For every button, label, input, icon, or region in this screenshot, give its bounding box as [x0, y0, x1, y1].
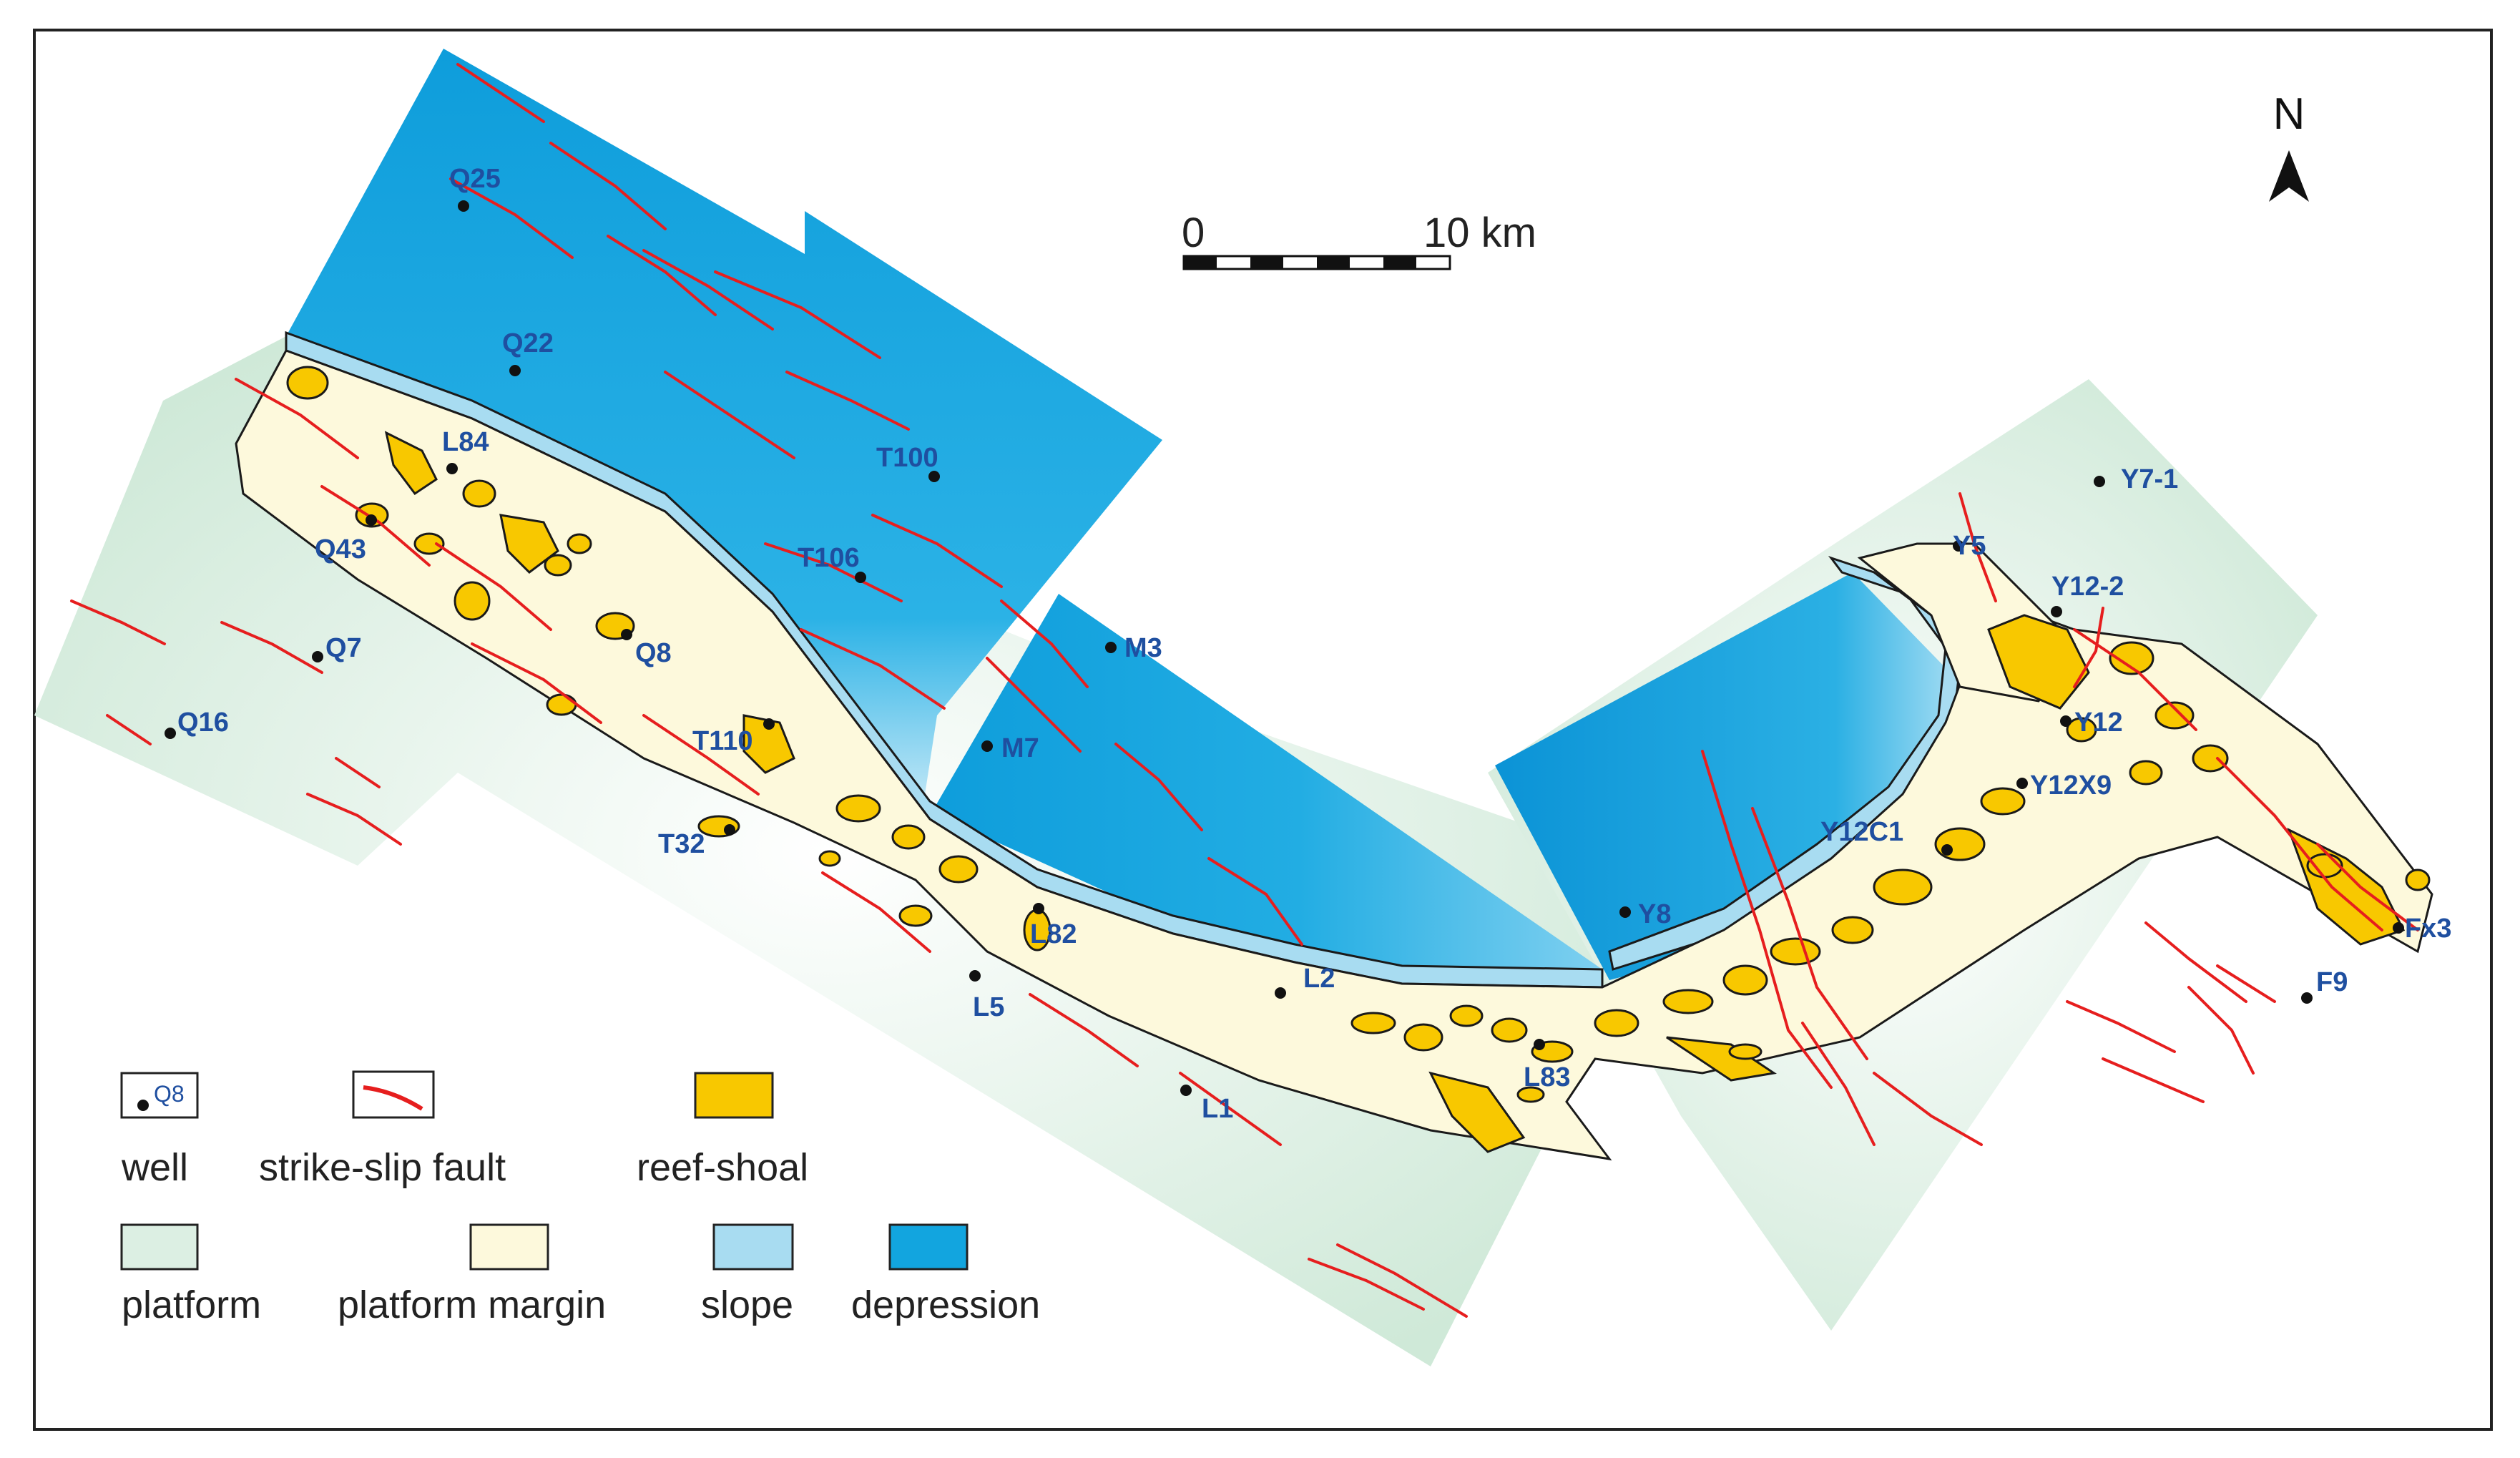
well-label: Y12-2: [2051, 572, 2124, 602]
well-marker[interactable]: L2: [1275, 964, 1335, 999]
legend-fault-label: strike-slip fault: [259, 1146, 506, 1189]
well-marker[interactable]: M3: [1105, 633, 1162, 663]
well-label: T110: [692, 726, 753, 756]
well-label: Y5: [1953, 531, 1986, 561]
well-label: Q8: [635, 638, 672, 668]
well-label: Q7: [325, 633, 362, 663]
well-label: M3: [1124, 633, 1162, 663]
well-label: Y8: [1638, 899, 1671, 929]
legend-item-depression: depression: [851, 1223, 1040, 1326]
well-label: Y12X9: [2030, 770, 2112, 801]
well-marker[interactable]: L84: [442, 427, 489, 474]
north-arrow: N: [2269, 89, 2309, 202]
scale-start-label: 0: [1182, 210, 1205, 256]
well-marker[interactable]: Q16: [165, 708, 229, 739]
legend-slope-label: slope: [701, 1283, 793, 1326]
well-marker[interactable]: F9: [2301, 967, 2348, 1004]
well-label: Y7-1: [2121, 464, 2178, 494]
legend-depression-label: depression: [851, 1283, 1040, 1326]
reef-shoal-bodies: [286, 366, 2431, 1153]
legend-item-platform-margin: platform margin: [338, 1223, 606, 1326]
well-label: L5: [973, 992, 1004, 1022]
legend-item-well: Q8 well: [120, 1072, 199, 1189]
well-marker[interactable]: Fx3: [2393, 914, 2451, 944]
legend-item-fault: strike-slip fault: [259, 1070, 506, 1189]
well-marker[interactable]: Q22: [502, 328, 554, 376]
depression-zone-central: [930, 594, 1602, 994]
well-marker[interactable]: Q25: [449, 164, 501, 212]
well-label: L82: [1030, 919, 1077, 949]
legend-platform-label: platform: [122, 1283, 261, 1326]
well-marker[interactable]: L82: [1030, 903, 1077, 949]
well-marker[interactable]: L83: [1524, 1039, 1570, 1092]
north-arrow-icon: [2269, 150, 2309, 202]
strike-slip-faults: [70, 63, 2419, 1318]
well-label: L1: [1202, 1094, 1233, 1124]
well-label: Q16: [177, 708, 229, 738]
scale-bar: 0 10 km: [1182, 210, 1536, 270]
well-label: Fx3: [2405, 914, 2451, 944]
well-label: M7: [1001, 733, 1039, 763]
legend-platform-margin-label: platform margin: [338, 1283, 606, 1326]
well-label: F9: [2316, 967, 2348, 997]
well-marker[interactable]: T32: [658, 824, 735, 859]
well-marker[interactable]: Q43: [315, 514, 377, 564]
well-marker[interactable]: Y12C1: [1820, 817, 1953, 856]
wells: Q25 Q22 L84 Q43 Q7 Q16 Q8 T100 T106 T110…: [165, 164, 2451, 1124]
well-marker[interactable]: Y12-2: [2051, 572, 2124, 617]
well-marker[interactable]: Y12: [2060, 708, 2123, 738]
well-marker[interactable]: T100: [876, 443, 940, 482]
well-marker[interactable]: Y5: [1953, 531, 1986, 561]
platform-margin-belt: [235, 349, 2433, 1161]
legend-well-label: well: [121, 1146, 188, 1189]
well-label: Y12C1: [1820, 817, 1903, 847]
well-label: Q25: [449, 164, 501, 194]
legend-item-reef-shoal: reef-shoal: [637, 1072, 808, 1189]
legend-reef-shoal-label: reef-shoal: [637, 1146, 808, 1189]
legend-item-slope: slope: [701, 1223, 794, 1326]
well-label: L2: [1303, 964, 1335, 994]
well-marker[interactable]: Y7-1: [2094, 464, 2178, 494]
well-label: T100: [876, 443, 938, 473]
well-marker[interactable]: L5: [969, 970, 1004, 1022]
depression-zone-east: [1495, 572, 1981, 980]
legend-well-sample-label: Q8: [154, 1081, 185, 1107]
well-marker[interactable]: Q7: [312, 633, 362, 663]
well-marker[interactable]: Y8: [1619, 899, 1671, 929]
well-marker[interactable]: L1: [1180, 1085, 1233, 1124]
well-label: Q43: [315, 534, 366, 564]
well-label: T32: [658, 829, 705, 859]
well-label: Q22: [502, 328, 554, 358]
well-label: L83: [1524, 1062, 1570, 1092]
well-marker[interactable]: Y12X9: [2016, 770, 2112, 801]
scale-end-label: 10 km: [1423, 210, 1536, 256]
well-label: L84: [442, 427, 489, 457]
well-label: Y12: [2074, 708, 2123, 738]
legend: Q8 well strike-slip fault reef-shoal pla…: [120, 1070, 1040, 1326]
well-marker[interactable]: Q8: [621, 629, 672, 668]
legend-item-platform: platform: [120, 1223, 261, 1326]
well-marker[interactable]: T110: [692, 718, 775, 756]
well-marker[interactable]: M7: [981, 733, 1039, 763]
north-arrow-label: N: [2273, 89, 2305, 139]
well-label: T106: [798, 543, 860, 573]
well-marker[interactable]: T106: [798, 543, 866, 583]
